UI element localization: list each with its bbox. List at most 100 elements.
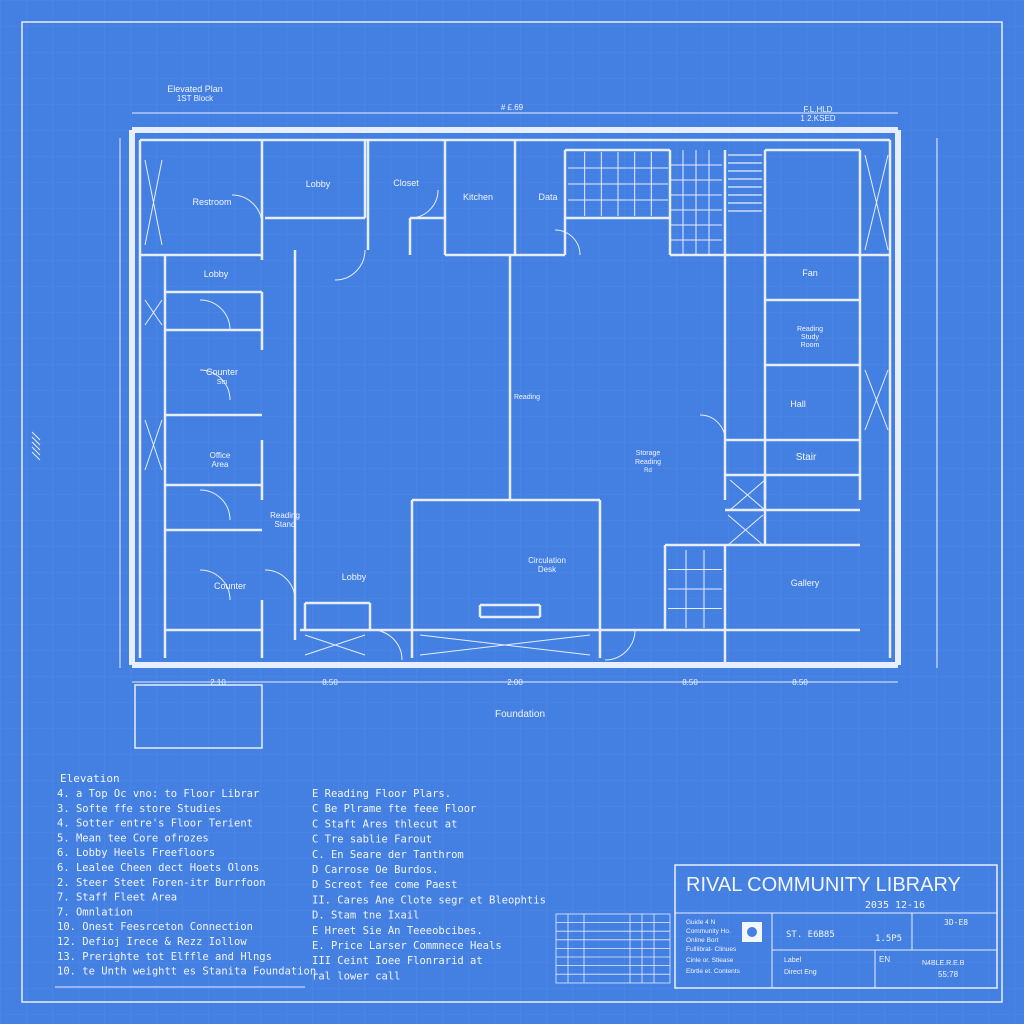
reference-number: 55:78 <box>938 970 959 979</box>
room-closet: Closet <box>393 178 419 188</box>
title-block: RIVAL COMMUNITY LIBRARY 2035 12-16 Guide… <box>674 864 998 989</box>
dimension-lines <box>119 112 938 683</box>
project-date: 2035 12-16 <box>865 900 925 911</box>
plan-header: Elevated Plan <box>167 84 223 94</box>
room-circulation-desk: Circulation <box>528 556 566 565</box>
shaft-cross <box>419 634 591 656</box>
room-reading-nook-sub: Study <box>801 334 819 341</box>
title-info-line: Fulllibrat- Clinues <box>686 946 737 953</box>
legend-item: C Tre sablie Farout <box>312 834 432 846</box>
room-kitchen: Kitchen <box>463 192 493 202</box>
room-counter-bottom: Counter <box>214 581 246 591</box>
door-swing <box>604 629 636 661</box>
room-counter-top-sub: Stn <box>217 379 228 386</box>
shaft-cross <box>864 154 889 251</box>
room-hall: Hall <box>790 399 806 409</box>
room-lobby-left: Lobby <box>204 269 229 279</box>
title-info-line: Cinle or. Stlease <box>686 957 734 964</box>
door-swing <box>409 189 439 219</box>
foundation-block <box>134 684 263 749</box>
legend-item: 4. Sotter entre's Floor Terient <box>57 818 253 830</box>
top-right-dimension: F.L.HLD <box>804 105 833 114</box>
foundation-label: Foundation <box>495 709 545 720</box>
legend-right-column: E Reading Floor Plars. C Be Plrame fte fe… <box>312 788 546 982</box>
shaft-cross <box>864 369 889 431</box>
legend-item: 7. Staff Fleet Area <box>57 892 177 904</box>
room-storage-sub: Reading <box>635 459 661 466</box>
legend-item: III Ceint Ioee Flonrarid at <box>312 955 483 967</box>
title-info-line: Guide 4 N <box>686 919 716 926</box>
bottom-dimension-label: 8.50 <box>792 678 808 687</box>
room-data: Data <box>538 192 557 202</box>
door-swing <box>231 194 263 226</box>
room-restroom: Restroom <box>192 197 231 207</box>
room-storage: Storage <box>636 450 661 457</box>
scale: 1.5P5 <box>875 934 902 944</box>
legend-item: C Be Plrame fte feee Floor <box>312 803 476 815</box>
legend-item: 5. Mean tee Core ofrozes <box>57 832 209 844</box>
legend-item: 4. a Top Oc vno: to Floor Librar <box>57 788 259 800</box>
room-reading-nook-sub2: Room <box>801 342 820 349</box>
room-reading-area: Reading <box>270 511 300 520</box>
legend-item: 13. Prerighte tot Elffle and Hlngs <box>57 951 272 963</box>
legend-item: E. Price Larser Commnece Heals <box>312 940 502 952</box>
schedule-table <box>555 913 671 984</box>
room-counter-top: Counter <box>206 367 238 377</box>
shaft-cross <box>144 419 163 471</box>
sheet-number: ST. E6B85 <box>786 930 835 940</box>
legend-item: 7. Omnlation <box>57 906 133 918</box>
legend-item: 10. te Unth weightt es Stanita Foundatio… <box>57 966 316 978</box>
legend-item: D Screot fee come Paest <box>312 879 457 891</box>
bottom-dimension-label: 8.50 <box>682 678 698 687</box>
en-field: EN <box>879 955 890 964</box>
legend-item: E Reading Floor Plars. <box>312 788 451 800</box>
shaft-cross <box>727 514 764 546</box>
bottom-dimension-label: 2.10 <box>210 678 226 687</box>
top-right-dimension-2: 1 2.KSED <box>800 114 835 123</box>
room-reading-center: Reading <box>514 394 540 401</box>
room-office-left: Office <box>210 451 231 460</box>
bottom-dimensions: 2.10 8.50 2.00 8.50 8.50 <box>210 678 808 687</box>
room-reading-nook: Reading <box>797 326 823 333</box>
title-info-line: Online Bort <box>686 937 719 944</box>
legend-item: C. En Seare der Tanthrom <box>312 849 464 861</box>
shaft-cross <box>304 634 366 656</box>
room-lobby-top: Lobby <box>306 179 331 189</box>
shaft-cross <box>729 479 766 511</box>
door-swing <box>199 569 231 601</box>
north-arrow-icon <box>31 431 41 461</box>
legend-item: D Carrose Oe Burdos. <box>312 864 438 876</box>
room-lobby-bottom: Lobby <box>342 572 367 582</box>
door-swing <box>371 629 403 661</box>
door-swing <box>199 489 231 521</box>
door-swing <box>199 369 231 401</box>
door-swing <box>199 299 231 331</box>
sheet-border <box>21 21 1003 1003</box>
project-title: RIVAL COMMUNITY LIBRARY <box>686 874 961 896</box>
legend-item: C Staft Ares thlecut at <box>312 818 457 830</box>
door-swing <box>699 414 726 441</box>
legend-item: 6. Lobby Heels Freefloors <box>57 847 215 859</box>
bottom-dimension-label: 2.00 <box>507 678 523 687</box>
room-storage-sub2: Rd <box>644 468 652 474</box>
room-stair: Stair <box>796 452 817 463</box>
door-swing <box>554 229 581 256</box>
door-swing <box>334 249 366 281</box>
title-info-line: Community Ho. <box>686 928 731 935</box>
drawing-number: 3D-E8 <box>944 918 968 927</box>
legend-item: ral lower call <box>312 970 401 982</box>
legend-item: 2. Steer Steet Foren-itr Burrfoon <box>57 877 266 889</box>
bottom-dimension-label: 8.50 <box>322 678 338 687</box>
legend-item: D. Stam tne Ixail <box>312 910 419 922</box>
title-info-lines: Guide 4 N Community Ho. Online BortFulllib… <box>686 919 741 975</box>
room-labels: Restroom Lobby Closet Kitchen Data Lobby… <box>192 178 823 591</box>
label-sub: Direct Eng <box>784 969 817 976</box>
plan-subheader: 1ST Block <box>177 94 214 103</box>
room-circulation-desk-sub: Desk <box>538 565 557 574</box>
logo-mark <box>747 927 757 937</box>
room-fan: Fan <box>802 268 818 278</box>
room-reading-area-sub: Stand <box>275 520 296 529</box>
